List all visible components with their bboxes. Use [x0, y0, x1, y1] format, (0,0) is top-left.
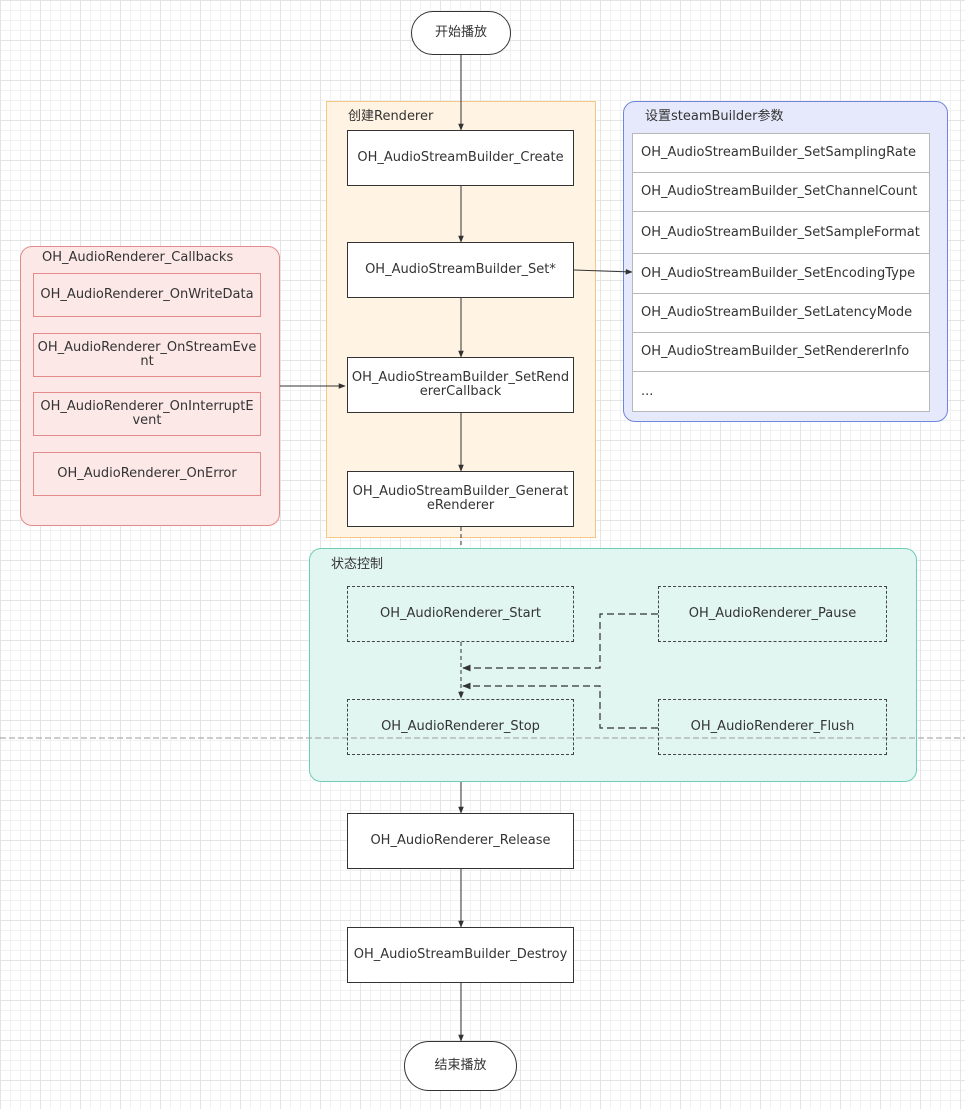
callback-on-write-data[interactable]: OH_AudioRenderer_OnWriteData: [33, 273, 261, 317]
arrow-flush-to-stop: [462, 682, 658, 729]
builder-set-box[interactable]: OH_AudioStreamBuilder_Set*: [347, 242, 574, 298]
start-terminal[interactable]: 开始播放: [411, 11, 511, 55]
builder-destroy-box[interactable]: OH_AudioStreamBuilder_Destroy: [347, 927, 574, 983]
params-group-title: 设置steamBuilder参数: [645, 109, 784, 124]
end-terminal[interactable]: 结束播放: [404, 1041, 517, 1091]
renderer-start-box[interactable]: OH_AudioRenderer_Start: [347, 586, 574, 642]
callback-on-interrupt-event[interactable]: OH_AudioRenderer_OnInterruptEvent: [33, 392, 261, 436]
renderer-pause-box[interactable]: OH_AudioRenderer_Pause: [658, 586, 887, 642]
param-set-latency-mode[interactable]: OH_AudioStreamBuilder_SetLatencyMode: [633, 294, 929, 333]
param-set-encoding-type[interactable]: OH_AudioStreamBuilder_SetEncodingType: [633, 254, 929, 294]
arrow-set-to-params: [573, 268, 633, 275]
callbacks-group-title: OH_AudioRenderer_Callbacks: [42, 250, 234, 265]
renderer-release-box[interactable]: OH_AudioRenderer_Release: [347, 813, 574, 869]
builder-create-box[interactable]: OH_AudioStreamBuilder_Create: [347, 130, 574, 186]
state-control-group-title: 状态控制: [331, 557, 384, 572]
arrow-pause-to-stop: [462, 613, 658, 672]
param-set-renderer-info[interactable]: OH_AudioStreamBuilder_SetRendererInfo: [633, 333, 929, 372]
builder-set-callback-box[interactable]: OH_AudioStreamBuilder_SetRendererCallbac…: [347, 357, 574, 413]
param-set-sampling-rate[interactable]: OH_AudioStreamBuilder_SetSamplingRate: [633, 134, 929, 173]
create-renderer-group-title: 创建Renderer: [348, 109, 434, 124]
param-set-sample-format[interactable]: OH_AudioStreamBuilder_SetSampleFormat: [633, 212, 929, 254]
param-set-channel-count[interactable]: OH_AudioStreamBuilder_SetChannelCount: [633, 173, 929, 212]
param-more[interactable]: ...: [633, 372, 929, 411]
renderer-stop-box[interactable]: OH_AudioRenderer_Stop: [347, 699, 574, 755]
builder-generate-renderer-box[interactable]: OH_AudioStreamBuilder_GenerateRenderer: [347, 471, 574, 527]
callback-on-error[interactable]: OH_AudioRenderer_OnError: [33, 452, 261, 496]
state-control-group: 状态控制: [309, 548, 917, 782]
renderer-flush-box[interactable]: OH_AudioRenderer_Flush: [658, 699, 887, 755]
callback-on-stream-event[interactable]: OH_AudioRenderer_OnStreamEvent: [33, 333, 261, 377]
